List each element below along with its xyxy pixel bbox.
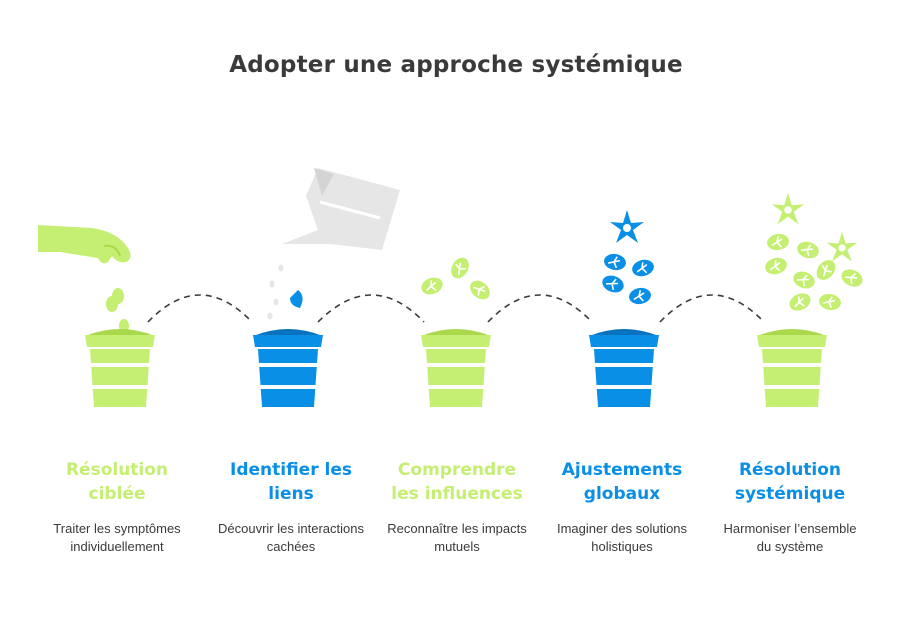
leaves-illustration-5: [765, 192, 863, 311]
step-2-title: Identifier les liens: [230, 460, 352, 504]
pot-1: [85, 329, 155, 407]
page-title: Adopter une approche systémique: [229, 52, 683, 78]
leaf-icon: [816, 260, 836, 280]
flower-icon: [826, 231, 858, 262]
step-5-description: Harmoniser l’ensemble du système: [723, 521, 857, 554]
leaves-illustration-4: [602, 210, 654, 305]
step-1-description: Traiter les symptômes individuellement: [53, 521, 181, 554]
watering-bag-illustration: [267, 168, 400, 320]
leaves-illustration-3: [421, 257, 490, 300]
flower-icon: [771, 192, 805, 225]
leaf-icon: [765, 257, 787, 275]
leaf-icon: [421, 277, 443, 295]
step-2: Identifier les liens Découvrir les inter…: [216, 458, 366, 556]
connector-arc-3: [487, 294, 593, 323]
leaf-icon: [602, 275, 624, 293]
step-1-title: Résolution ciblée: [65, 460, 169, 504]
leaf-icon: [819, 293, 841, 311]
pot-2: [253, 329, 323, 407]
leaf-icon: [789, 293, 811, 311]
step-3: Comprendre les influences Reconnaître le…: [382, 458, 532, 556]
leaf-icon: [632, 259, 654, 277]
pot-5: [757, 329, 827, 407]
hand-illustration: [38, 225, 131, 333]
step-3-title: Comprendre les influences: [391, 460, 523, 504]
step-2-description: Découvrir les interactions cachées: [218, 521, 364, 554]
leaf-icon: [797, 241, 819, 259]
step-4-description: Imaginer des solutions holistiques: [556, 521, 688, 554]
step-4-title: Ajustements globaux: [561, 460, 683, 504]
leaf-icon: [629, 287, 651, 305]
step-5-title: Résolution systémique: [734, 460, 846, 504]
leaf-icon: [841, 269, 863, 287]
connector-arc-2: [317, 294, 425, 323]
leaf-icon: [767, 233, 789, 251]
leaf-icon: [793, 271, 815, 289]
step-3-description: Reconnaître les impacts mutuels: [387, 521, 527, 554]
flower-icon: [610, 210, 644, 243]
step-1: Résolution ciblée Traiter les symptômes …: [42, 458, 192, 556]
step-5: Résolution systémique Harmoniser l’ensem…: [715, 458, 865, 556]
connector-arc-4: [659, 294, 765, 323]
leaf-icon: [451, 257, 469, 279]
pot-4: [589, 329, 659, 407]
step-4: Ajustements globaux Imaginer des solutio…: [547, 458, 697, 556]
connector-arc-1: [147, 294, 253, 323]
leaf-icon: [470, 280, 490, 300]
leaf-icon: [604, 253, 626, 271]
pot-3: [421, 329, 491, 407]
connector-arcs: [147, 294, 765, 323]
